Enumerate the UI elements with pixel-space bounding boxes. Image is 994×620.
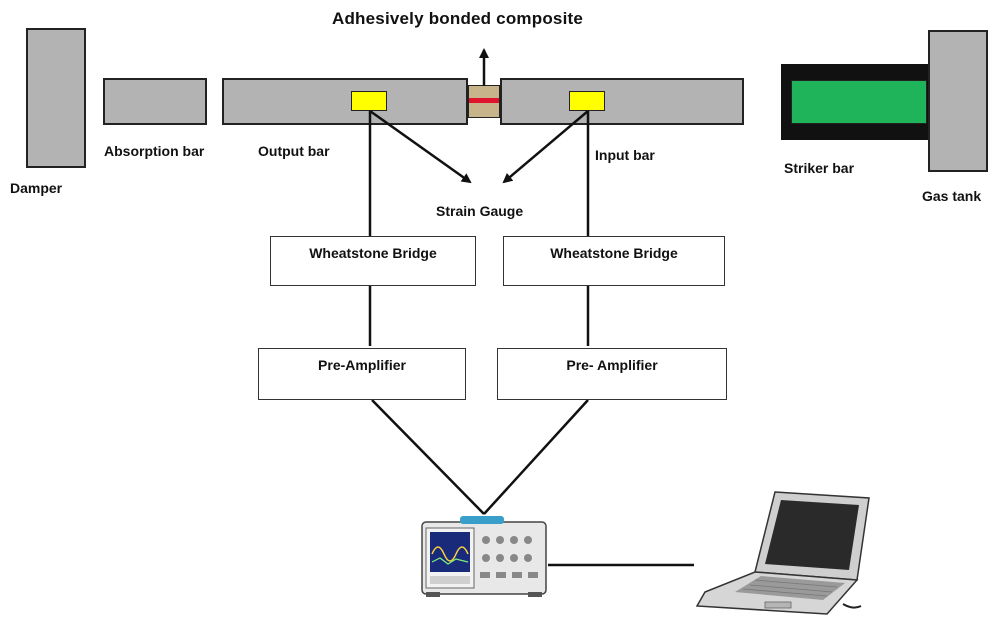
adhesive-layer <box>469 98 499 103</box>
damper-block <box>26 28 86 168</box>
gauge-arrow-right <box>502 110 589 184</box>
strain-gauge-output <box>351 91 387 111</box>
input-bar <box>500 78 744 125</box>
damper-label: Damper <box>10 180 63 196</box>
output-bar <box>222 78 468 125</box>
striker-bar <box>791 80 927 124</box>
strain-gauge-label: Strain Gauge <box>436 203 524 219</box>
gas-tank-label: Gas tank <box>922 188 982 204</box>
laptop-icon <box>695 491 870 615</box>
gauge-arrow-left <box>369 109 472 184</box>
diagram-title: Adhesively bonded composite <box>332 9 584 28</box>
absorption-bar-label: Absorption bar <box>104 143 205 159</box>
wheatstone-bridge-right: Wheatstone Bridge <box>503 236 725 286</box>
input-bar-label: Input bar <box>595 147 655 163</box>
absorption-bar <box>103 78 207 125</box>
wheatstone-bridge-left: Wheatstone Bridge <box>270 236 476 286</box>
output-bar-label: Output bar <box>258 143 330 159</box>
pre-amplifier-right: Pre- Amplifier <box>497 348 727 400</box>
pre-amplifier-left: Pre-Amplifier <box>258 348 466 400</box>
striker-bar-label: Striker bar <box>784 160 855 176</box>
gas-tank <box>928 30 988 172</box>
oscilloscope-icon <box>421 516 547 597</box>
